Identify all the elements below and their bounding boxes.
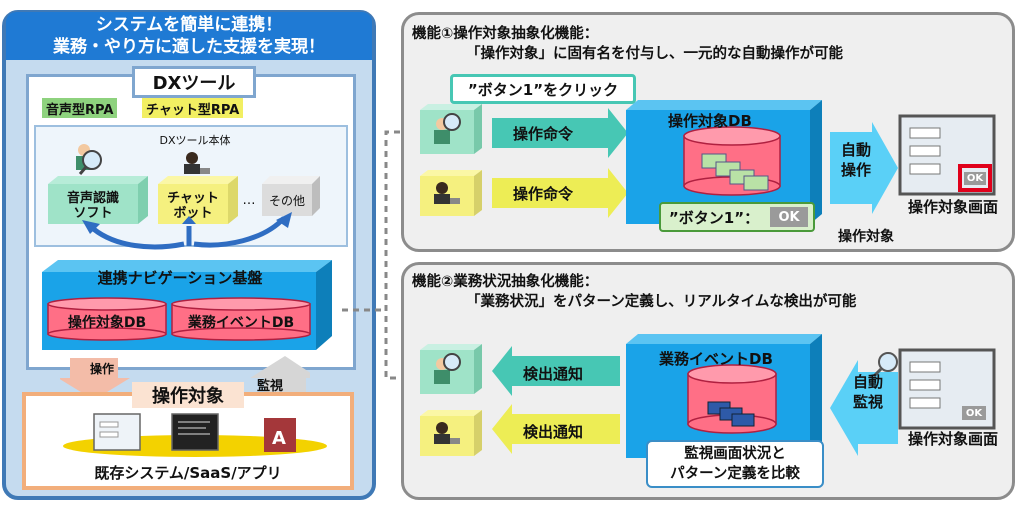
auto-monitor-line-2: 監視 [852,393,883,411]
chat-operator-icon [184,152,210,174]
ok-button-icon: OK [770,207,808,227]
compare-line-1: 監視画面状況と [684,446,786,462]
screen2-ok: OK [965,407,983,419]
notify-label-2: 検出通知 [522,422,583,441]
banner-line-1: システムを簡単に連携！ [95,15,283,35]
auto-monitor-line-1: 自動 [852,373,883,391]
auto-operate-label: 自動 操作 [834,140,878,180]
svg-text:A: A [272,428,286,449]
voice-rpa-tag: 音声型RPA [42,98,118,118]
screen2-label: 操作対象画面 [907,429,998,448]
compare-callout: 監視画面状況と パターン定義を比較 [646,440,824,488]
business-event-db-label: 業務イベントDB [187,315,295,331]
compare-line-2: パターン定義を比較 [670,466,800,482]
feature1-title: 機能①操作対象抽象化機能： [412,26,599,42]
auto-operate-line-1: 自動 [840,141,871,159]
voice-soft-block: 音声認識 ソフト [48,186,138,226]
chat-rpa-tag: チャット型RPA [142,98,244,118]
voice-operator-icon [76,144,102,175]
chatbot-line-1: チャット [167,191,219,206]
component-blocks [48,144,320,250]
target-app-icons: A [63,413,327,457]
operate-label: 操作 [89,361,114,376]
target-title: 操作対象 [132,382,244,408]
feature2-title: 機能②業務状況抽象化機能： [412,274,599,290]
chatbot-line-2: ボット [173,206,213,221]
access-app-icon [264,418,296,452]
platform-block-shape [42,260,332,350]
platform-title: 連携ナビゲーション基盤 [97,268,263,287]
auto-operate-line-2: 操作 [840,161,871,179]
operation-db-label: 操作対象DB [67,315,147,331]
command-label-2: 操作命令 [512,184,573,203]
banner-line-2: 業務・やり方に適した支援を実現！ [53,37,325,57]
voice-soft-line-2: ソフト [73,206,113,221]
feature1-db-label: 操作対象DB [668,111,752,130]
feature2-graphics [420,334,996,458]
voice-soft-line-1: 音声認識 [66,191,119,206]
speech-bubble: ”ボタン1”をクリック [450,74,636,104]
monitor-label: 監視 [256,378,283,394]
notify-label-1: 検出通知 [522,364,583,383]
operate-monitor-arrows [60,356,310,400]
feature2-db-label: 業務イベントDB [659,349,773,368]
auto-monitor-label: 自動 監視 [846,372,890,412]
button-name-label: ”ボタン1”： [668,208,760,227]
target-note: 操作対象 [838,229,894,245]
left-banner: システムを簡単に連携！ 業務・やり方に適した支援を実現！ [6,12,372,60]
feature1-graphics [420,100,996,224]
target-caption: 既存システム/SaaS/アプリ [94,463,282,482]
chatbot-block: チャット ボット [158,186,228,226]
ellipsis: … [242,192,256,208]
link-arrows [88,216,286,250]
feature2-subtitle: 「業務状況」をパターン定義し、リアルタイムな検出が可能 [466,294,857,310]
other-block: その他 [268,193,305,208]
terminal-app-icon [171,413,219,451]
dx-body-label: DXツール本体 [159,134,231,147]
dashed-connectors [342,130,400,380]
dx-tool-title: DXツール [132,66,256,98]
screen1-ok: OK [966,173,984,184]
feature1-subtitle: 「操作対象」に固有名を付与し、一元的な自動操作が可能 [466,46,843,62]
command-label-1: 操作命令 [512,124,573,143]
screen1-label: 操作対象画面 [907,197,998,216]
